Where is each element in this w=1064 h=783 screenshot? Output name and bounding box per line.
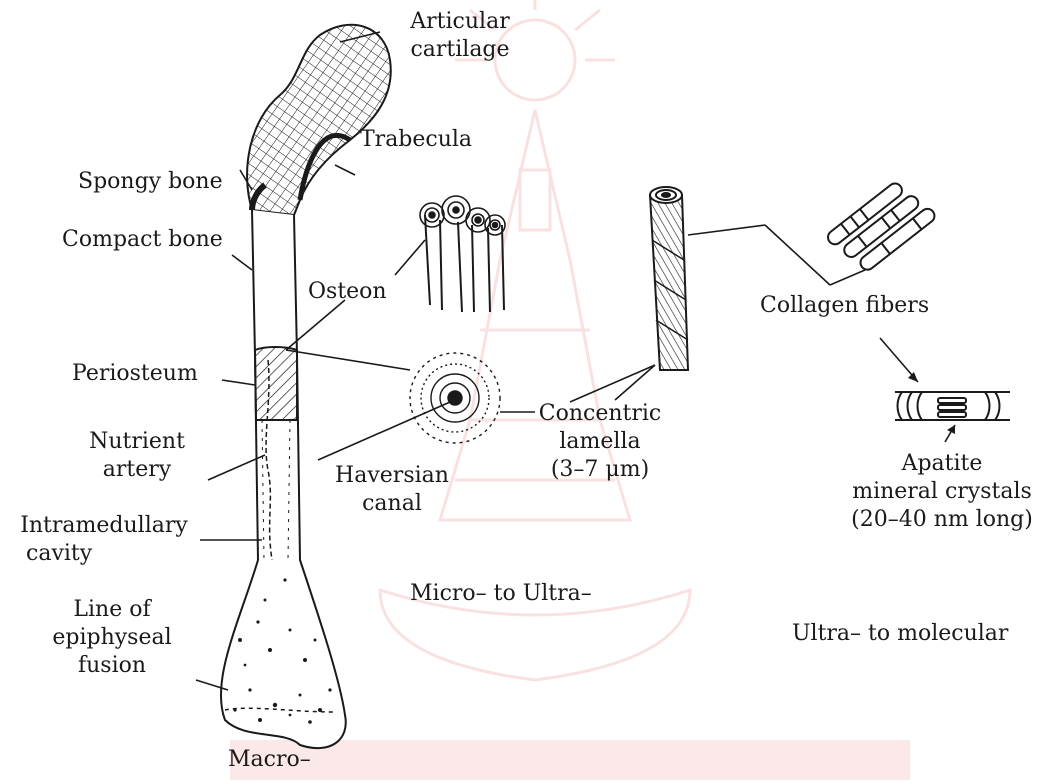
osteon-top [420, 196, 505, 235]
label-line-of-epiphyseal-fusion: Line of epiphyseal fusion [42, 596, 182, 680]
label-osteon: Osteon [308, 278, 387, 306]
apatite-crystals [895, 392, 1010, 420]
label-periosteum: Periosteum [72, 360, 198, 388]
femoral-head [247, 25, 391, 215]
label-collagen-fibers: Collagen fibers [760, 292, 929, 320]
osteon-bundle [420, 196, 505, 312]
label-articular-cartilage: Articular cartilage [385, 8, 535, 64]
label-spongy-bone: Spongy bone [78, 168, 223, 196]
osteon-cross-section [410, 353, 500, 443]
scale-label-ultra-molecular: Ultra– to molecular [792, 620, 1008, 648]
label-trabecula: Trabecula [360, 126, 472, 154]
lamella-cylinder [650, 187, 688, 370]
label-apatite: Apatite mineral crystals (20–40 nm long) [842, 450, 1042, 534]
label-nutrient-artery: Nutrient artery [82, 428, 192, 484]
collagen-fibrils [825, 175, 937, 279]
label-compact-bone: Compact bone [62, 226, 223, 254]
label-concentric-lamella: Concentric lamella (3–7 μm) [535, 400, 665, 484]
label-intramedullary-cavity: Intramedullary cavity [4, 512, 204, 568]
scale-label-micro-ultra: Micro– to Ultra– [410, 580, 592, 608]
scale-label-macro: Macro– [228, 746, 311, 774]
label-haversian-canal: Haversian canal [322, 462, 462, 518]
